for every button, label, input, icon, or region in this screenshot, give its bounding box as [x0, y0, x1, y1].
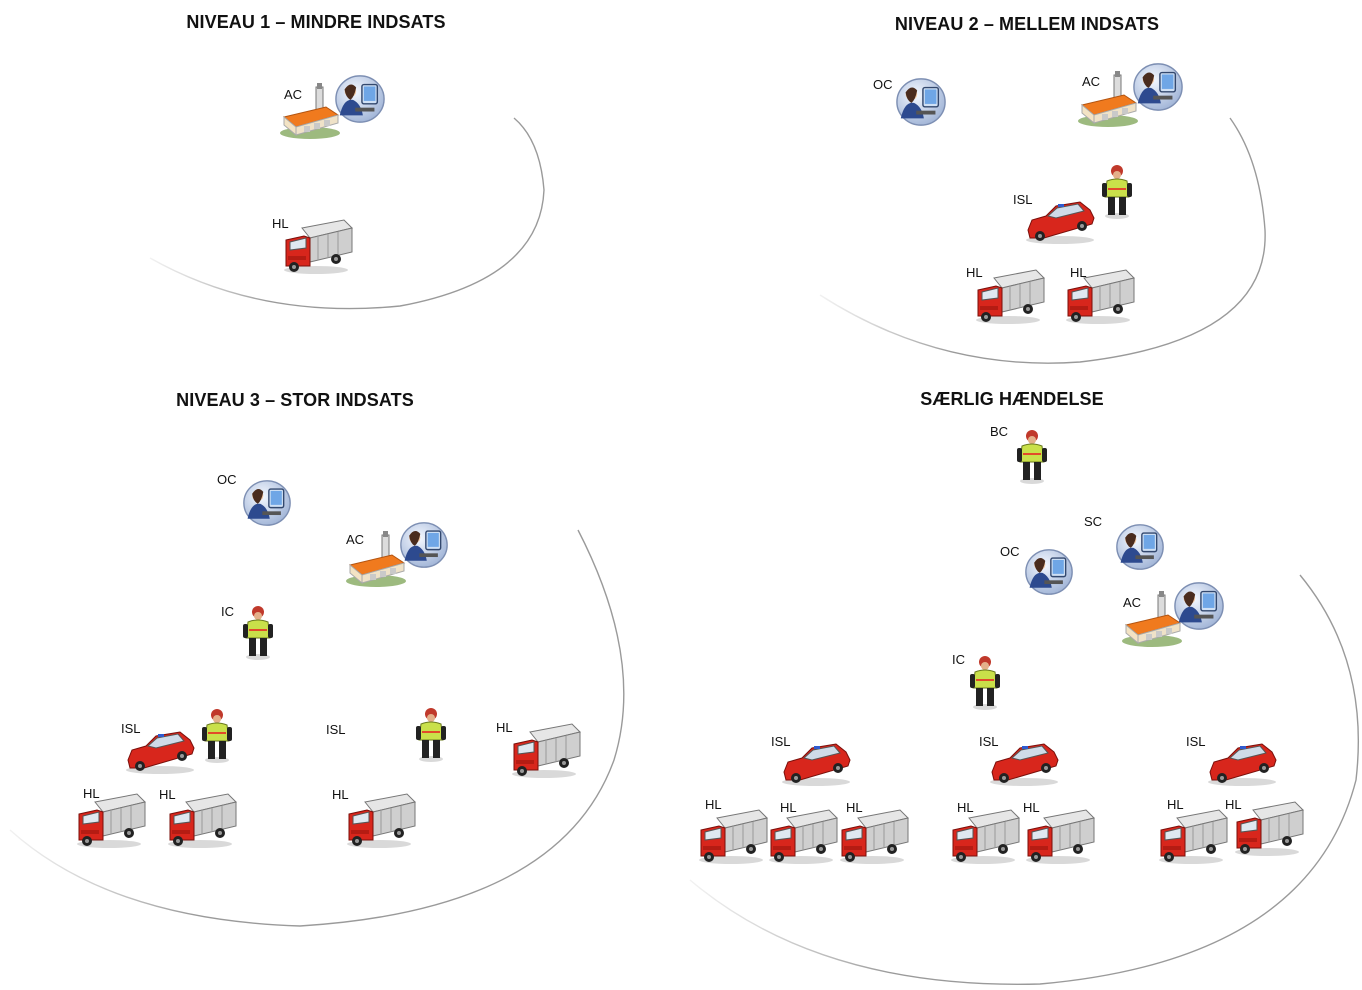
level2-ellipse — [819, 117, 1266, 364]
special-ellipse — [689, 574, 1359, 986]
sp-truck-7-fire-truck-icon — [1233, 800, 1305, 856]
sp-operator-ac-operator-workstation-icon — [1172, 580, 1226, 632]
sp-operator-sc-label: SC — [1084, 514, 1103, 529]
level1-ellipse — [149, 117, 545, 310]
sp-operator-oc-operator-workstation-icon — [1021, 547, 1077, 597]
sp-truck-2-label: HL — [780, 800, 797, 815]
l1-fire-station-label: AC — [284, 87, 303, 102]
l3-command-car-label: ISL — [121, 721, 141, 736]
l1-truck-fire-truck-icon — [282, 218, 354, 274]
sp-truck-4-fire-truck-icon — [949, 808, 1021, 864]
sp-command-car-3-command-car-icon — [1206, 742, 1280, 786]
special-title: SÆRLIG HÆNDELSE — [920, 389, 1104, 409]
sp-truck-1-label: HL — [705, 797, 722, 812]
sp-command-car-1-command-car-icon — [780, 742, 854, 786]
sp-operator-sc-operator-workstation-icon — [1112, 522, 1168, 572]
l2-fire-station-fire-station-icon — [1078, 68, 1148, 130]
sp-truck-7-label: HL — [1225, 797, 1242, 812]
l2-operator-oc-operator-workstation-icon — [893, 76, 949, 128]
sp-truck-6-label: HL — [1167, 797, 1184, 812]
l3-firefighter-ic-label: IC — [221, 604, 234, 619]
l3-fire-station-label: AC — [346, 532, 365, 547]
l3-truck-3-label: HL — [332, 787, 349, 802]
sp-command-car-3-label: ISL — [1186, 734, 1206, 749]
sp-firefighter-bc-label: BC — [990, 424, 1009, 439]
l2-command-car-label: ISL — [1013, 192, 1033, 207]
sp-command-car-1-label: ISL — [771, 734, 791, 749]
sp-command-car-2-command-car-icon — [988, 742, 1062, 786]
level3-title: NIVEAU 3 – STOR INDSATS — [176, 390, 414, 410]
sp-truck-2-fire-truck-icon — [767, 808, 839, 864]
l3-firefighter-isl-2-firefighter-icon — [413, 706, 449, 762]
sp-fire-station-label: AC — [1123, 595, 1142, 610]
l2-operator-oc-label: OC — [873, 77, 893, 92]
l2-command-car-command-car-icon — [1024, 200, 1098, 244]
level2-title: NIVEAU 2 – MELLEM INDSATS — [894, 14, 1160, 34]
l3-firefighter-ic-firefighter-icon — [240, 604, 276, 660]
l3-truck-2-fire-truck-icon — [166, 792, 238, 848]
l1-operator-operator-workstation-icon — [333, 73, 387, 125]
l1-fire-station-fire-station-icon — [280, 80, 350, 142]
l3-fire-station-fire-station-icon — [346, 528, 416, 590]
sp-truck-5-label: HL — [1023, 800, 1040, 815]
l3-operator-oc-label: OC — [217, 472, 237, 487]
l2-fire-station-label: AC — [1082, 74, 1101, 89]
level3-ellipse — [9, 529, 625, 927]
l2-truck-1-fire-truck-icon — [974, 268, 1046, 324]
sp-operator-oc-label: OC — [1000, 544, 1020, 559]
l3-truck-1-fire-truck-icon — [75, 792, 147, 848]
sp-firefighter-bc-firefighter-icon — [1014, 428, 1050, 484]
sp-truck-4-label: HL — [957, 800, 974, 815]
l3-firefighter-isl-1-firefighter-icon — [199, 707, 235, 763]
l3-isl-2-label: ISL — [326, 722, 346, 737]
sp-fire-station-fire-station-icon — [1122, 588, 1192, 650]
l2-firefighter-firefighter-icon — [1099, 163, 1135, 219]
l3-operator-oc-operator-workstation-icon — [240, 478, 294, 528]
l2-truck-2-fire-truck-icon — [1064, 268, 1136, 324]
l3-truck-3-fire-truck-icon — [345, 792, 417, 848]
l3-truck-2-label: HL — [159, 787, 176, 802]
sp-truck-5-fire-truck-icon — [1024, 808, 1096, 864]
sp-command-car-2-label: ISL — [979, 734, 999, 749]
l3-command-car-command-car-icon — [124, 730, 198, 774]
l3-truck-4-label: HL — [496, 720, 513, 735]
l2-truck-2-label: HL — [1070, 265, 1087, 280]
sp-truck-3-fire-truck-icon — [838, 808, 910, 864]
l3-truck-1-label: HL — [83, 786, 100, 801]
sp-truck-6-fire-truck-icon — [1157, 808, 1229, 864]
sp-firefighter-ic-label: IC — [952, 652, 965, 667]
sp-firefighter-ic-firefighter-icon — [967, 654, 1003, 710]
level1-title: NIVEAU 1 – MINDRE INDSATS — [186, 12, 446, 32]
l3-operator-ac-operator-workstation-icon — [397, 520, 451, 570]
l2-truck-1-label: HL — [966, 265, 983, 280]
l3-truck-4-fire-truck-icon — [510, 722, 582, 778]
l1-truck-label: HL — [272, 216, 289, 231]
l2-operator-ac-operator-workstation-icon — [1130, 61, 1186, 113]
sp-truck-3-label: HL — [846, 800, 863, 815]
sp-truck-1-fire-truck-icon — [697, 808, 769, 864]
